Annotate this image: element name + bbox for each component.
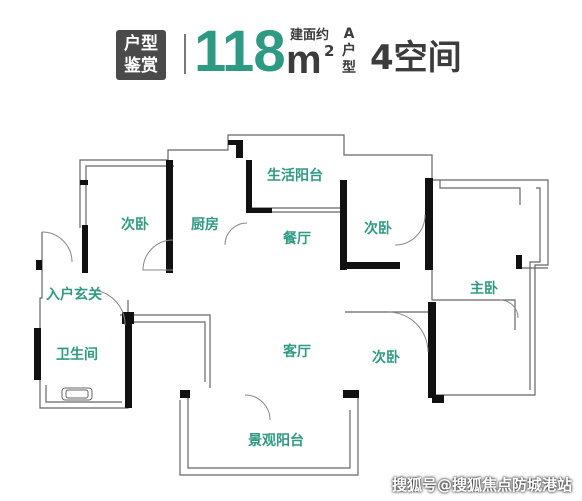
wall-segment — [80, 180, 88, 185]
wall-segment — [180, 390, 190, 398]
header-divider — [184, 34, 186, 74]
wall-segment — [246, 160, 252, 212]
room-count: 4空间 — [370, 38, 462, 78]
bathtub-rim — [61, 387, 93, 401]
area-unit: m — [286, 38, 322, 82]
outline-walls — [39, 134, 549, 476]
wall-segment — [166, 160, 173, 273]
room-label-second-bedroom-se: 次卧 — [372, 350, 400, 366]
door-swing — [224, 222, 248, 246]
partition-line — [120, 314, 211, 388]
room-label-second-bedroom-ne: 次卧 — [364, 221, 392, 237]
area-note: 建面约 — [290, 28, 330, 43]
door-swings — [41, 214, 519, 421]
room-label-kitchen: 厨房 — [191, 217, 219, 233]
entrance-wall — [39, 232, 43, 330]
bathroom-wall — [45, 385, 122, 403]
wall-segment — [125, 320, 132, 408]
wall-segment — [340, 262, 400, 269]
wall-segment — [246, 208, 272, 213]
area-unit-exponent: 2 — [324, 42, 335, 60]
category-line-1: 户型 — [124, 34, 158, 54]
balcony-railing — [529, 187, 541, 390]
wall-segment — [82, 225, 88, 273]
unit-type-label: A 户 型 — [341, 26, 357, 77]
balcony-railing — [439, 180, 521, 205]
partition-line — [132, 321, 206, 382]
room-label-utility-balcony: 生活阳台 — [267, 168, 323, 184]
room-label-entrance-foyer: 入户玄关 — [46, 287, 102, 303]
door-swing — [499, 299, 519, 319]
room-label-bathroom: 卫生间 — [56, 347, 98, 363]
header: 户型 鉴赏 118 建面约 m 2 A 户 型 4空间 — [0, 0, 582, 110]
door-swing — [387, 311, 429, 353]
door-swing — [244, 394, 271, 421]
unit-type-char: 户 — [342, 43, 356, 59]
partition-line — [431, 270, 516, 330]
unit-type-letter: A — [343, 26, 355, 42]
wall-segment — [343, 390, 359, 398]
wall-segment — [425, 178, 433, 270]
room-label-second-bedroom-nw: 次卧 — [121, 217, 149, 233]
door-swing — [142, 239, 174, 271]
outer-wall-line — [79, 134, 549, 396]
wall-segment — [428, 302, 436, 398]
wall-segment — [36, 260, 42, 270]
door-swing — [89, 289, 126, 326]
wall-segment — [236, 140, 243, 158]
balcony-railing — [187, 392, 351, 469]
bathtub-basin — [65, 389, 89, 399]
wall-segment — [340, 180, 347, 270]
wall-segment — [228, 140, 242, 145]
room-label-master-bedroom: 主卧 — [470, 281, 498, 297]
balcony-railing — [179, 398, 359, 476]
bathtub-icon — [61, 387, 93, 401]
watermark: 搜狐号@搜狐焦点防城港站 — [391, 476, 572, 494]
door-swing — [41, 231, 73, 263]
category-badge: 户型 鉴赏 — [116, 30, 166, 80]
wall-segment — [516, 255, 522, 269]
room-label-living-room: 客厅 — [283, 344, 311, 360]
room-label-view-balcony: 景观阳台 — [248, 433, 304, 449]
floor-area-value: 118 — [194, 19, 286, 84]
wall-segment — [34, 328, 41, 380]
wall-segment — [432, 395, 444, 403]
category-line-2: 鉴赏 — [124, 56, 158, 76]
door-swing — [394, 214, 426, 246]
room-label-dining-room: 餐厅 — [283, 231, 311, 247]
unit-type-char: 型 — [342, 60, 356, 76]
outer-wall-line — [85, 165, 174, 228]
